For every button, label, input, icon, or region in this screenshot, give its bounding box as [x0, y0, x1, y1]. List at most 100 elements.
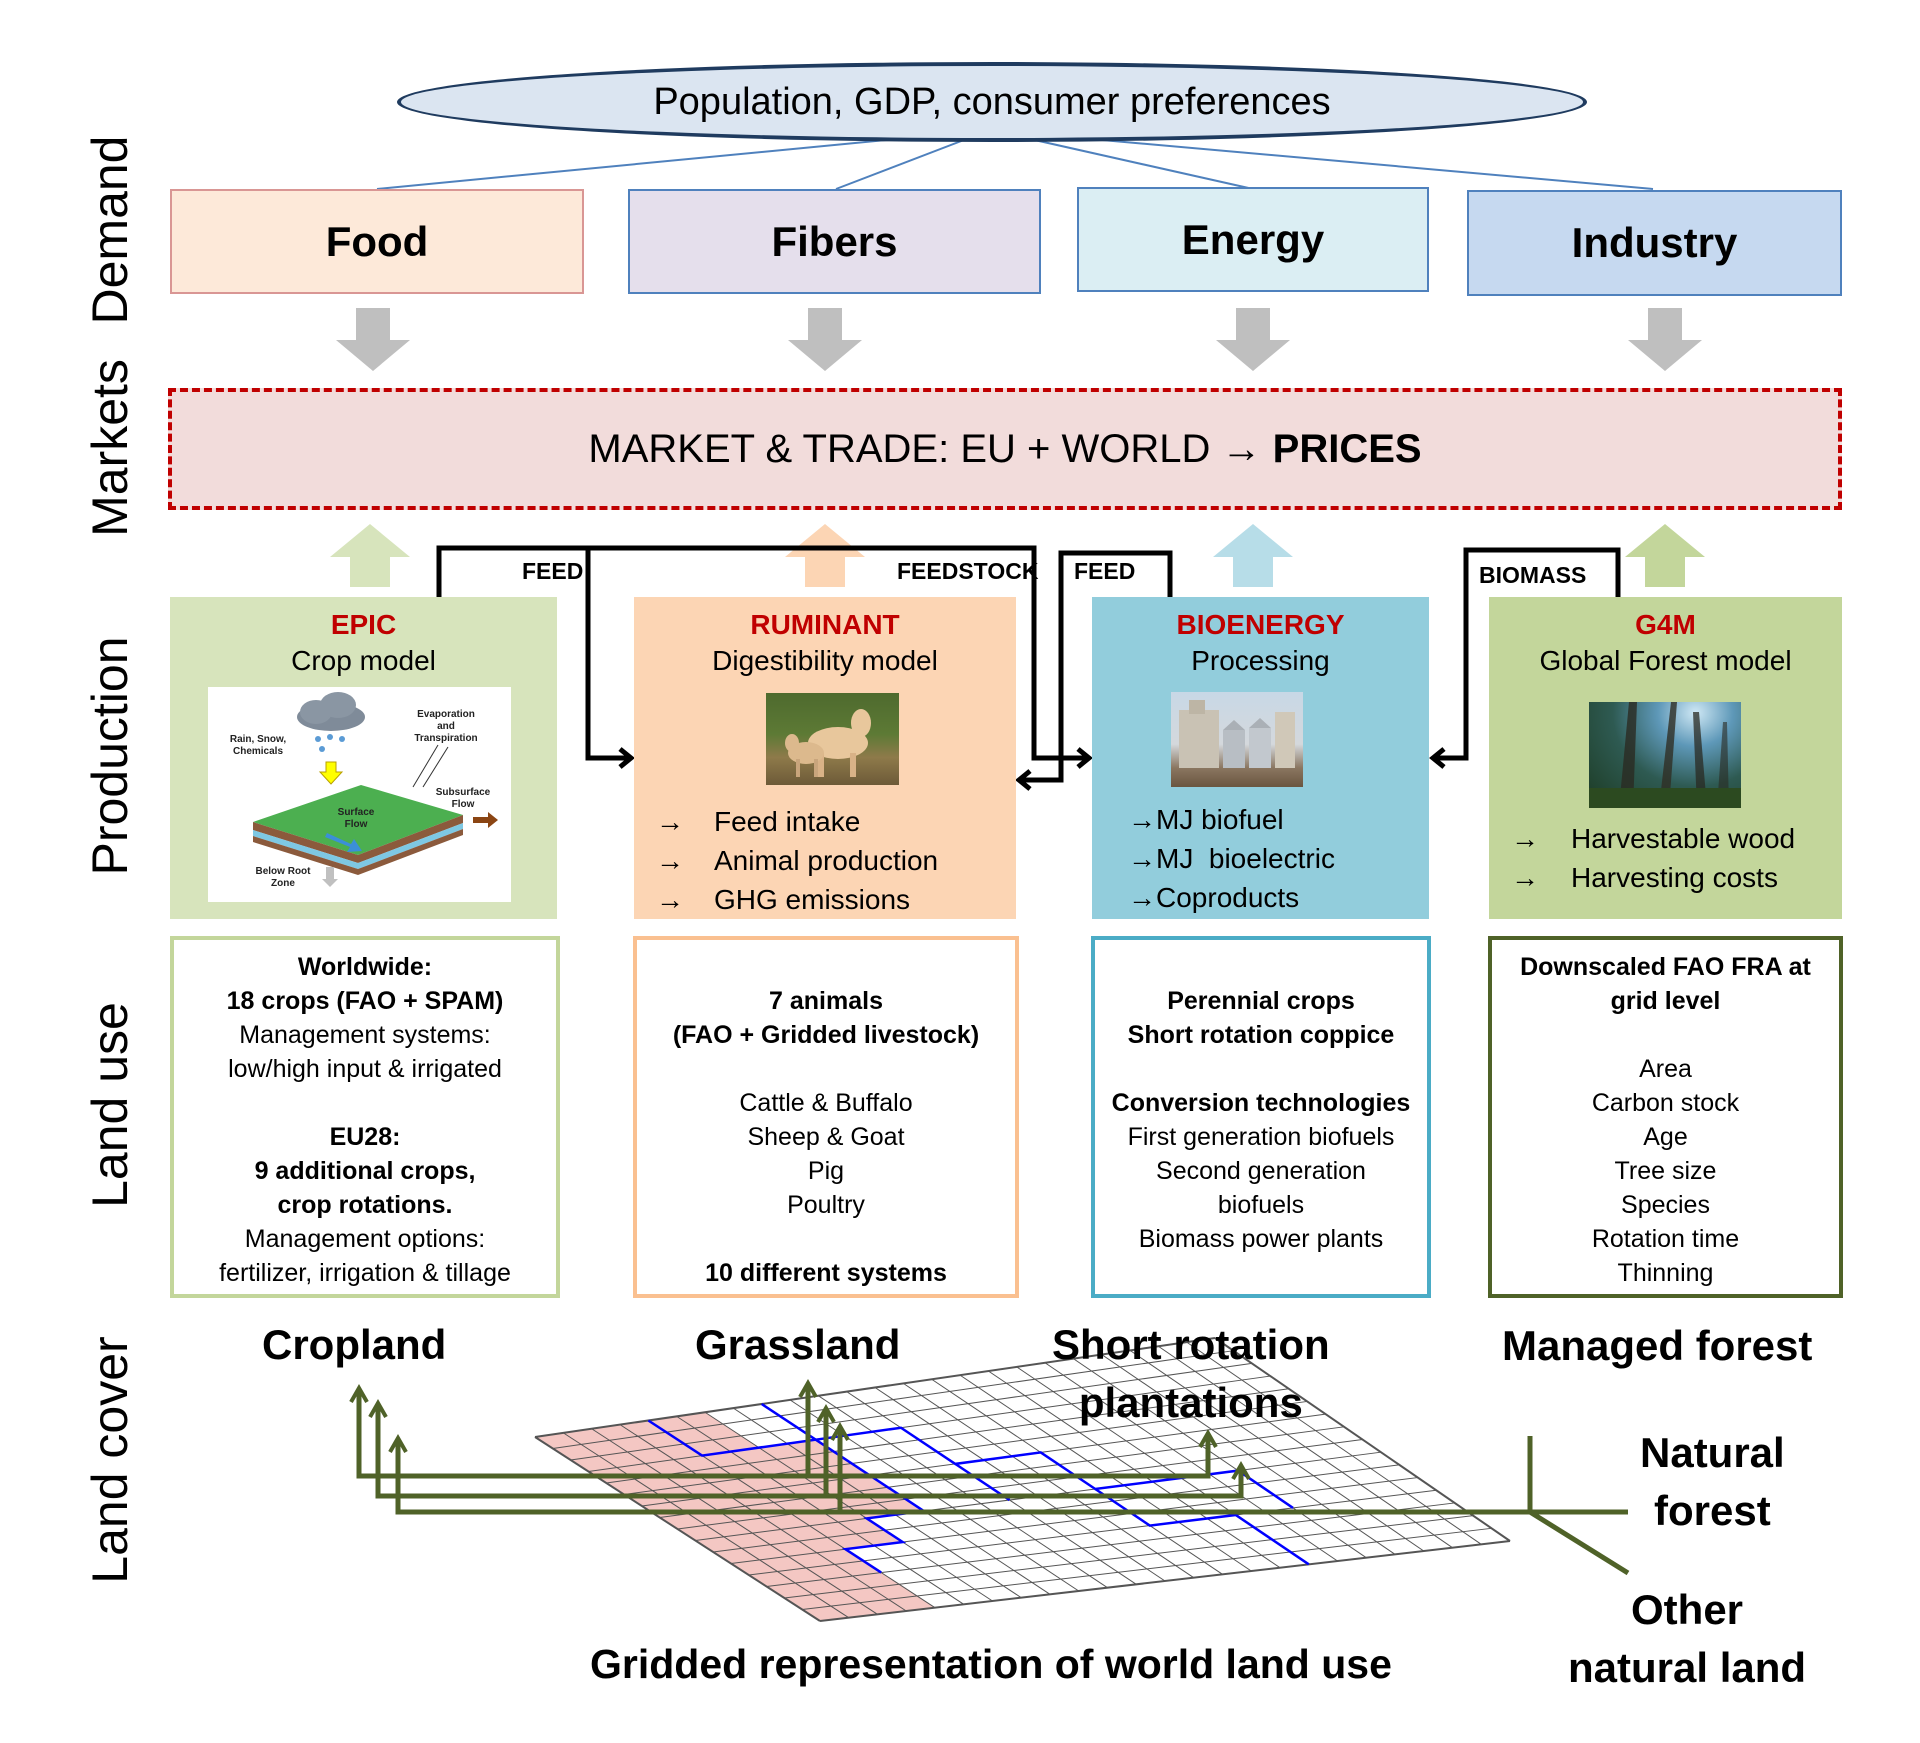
land-use-line: Conversion technologies: [1111, 1089, 1411, 1117]
land-use-line: Second generation: [1156, 1157, 1366, 1185]
cropland-cell: [676, 1412, 723, 1429]
flow-label-feed: FEED: [522, 558, 584, 584]
land-use-line: (FAO + Gridded livestock): [672, 1021, 980, 1049]
land-use-box-livestock: 7 animals(FAO + Gridded livestock) Cattl…: [633, 936, 1019, 1298]
arrow-right-icon: →: [1511, 862, 1539, 893]
up-arrow-bioenergy: [1213, 524, 1293, 587]
output-item: →Coproducts: [1128, 882, 1300, 913]
output-item: →MJ bioelectric: [1128, 843, 1335, 874]
crop-water-cycle-icon: Rain, Snow, Chemicals Evaporation and Tr…: [230, 692, 498, 889]
cropland-cell: [535, 1432, 582, 1449]
connector-cropland-2: [375, 1405, 1244, 1499]
cropland-cell: [766, 1583, 814, 1598]
cropland-cell: [706, 1521, 753, 1537]
cropland-cell: [677, 1525, 724, 1541]
svg-text:Flow: Flow: [452, 799, 475, 810]
up-arrow-g4m: [1625, 524, 1705, 587]
output-item: →Harvestable wood: [1511, 819, 1795, 858]
cropland-cell: [684, 1439, 731, 1456]
demand-arrows: [336, 308, 1702, 371]
demand-label: Fibers: [771, 217, 898, 265]
label-evap: Evaporation: [417, 709, 475, 720]
cropland-cell: [834, 1560, 882, 1577]
forest-photo: [1589, 702, 1741, 808]
cropland-cell: [713, 1548, 760, 1564]
cropland-cell: [856, 1530, 903, 1546]
land-cover-other-natural: Other natural land: [1568, 1586, 1807, 1691]
cropland-cell: [673, 1455, 720, 1472]
cropland-cell: [830, 1602, 878, 1618]
cropland-cell: [730, 1447, 777, 1464]
connector-arrowheads: [349, 1378, 1251, 1480]
svg-text:and: and: [437, 721, 455, 732]
flow-arrowhead: [1076, 747, 1093, 769]
land-use-line: EU28:: [329, 1123, 401, 1151]
arrow-right-icon: →: [656, 845, 684, 876]
cropland-cell: [816, 1549, 864, 1565]
cropland-cell: [712, 1435, 759, 1452]
label-surface: Surface: [338, 807, 375, 818]
market-prices: PRICES: [1272, 426, 1422, 471]
land-use-line: Species: [1621, 1191, 1710, 1219]
label-subsurface: Subsurface: [436, 787, 491, 798]
cropland-cell: [563, 1428, 610, 1445]
output-list: →Harvestable wood →Harvesting costs: [1511, 819, 1795, 897]
cropland-cell: [809, 1522, 857, 1538]
biorefinery-icon: [1179, 700, 1295, 768]
model-subtitle: Crop model: [291, 645, 436, 676]
demand-label: Energy: [1181, 215, 1325, 263]
cropland-cell: [752, 1529, 799, 1545]
cropland-cell: [777, 1567, 824, 1584]
down-arrow-food: [336, 308, 410, 371]
cropland-cell: [759, 1556, 807, 1572]
cattle-photo: [766, 693, 899, 785]
land-use-line: Worldwide:: [297, 953, 433, 981]
cropland-cell: [870, 1584, 918, 1600]
cattle-icon: [785, 709, 871, 777]
land-use-line: Sheep & Goat: [747, 1123, 905, 1151]
cropland-cell: [570, 1455, 617, 1472]
up-arrow-ruminant: [785, 524, 865, 587]
arrow-right-icon: →: [656, 806, 684, 837]
land-use-line: 9 additional crops,: [254, 1157, 476, 1185]
label-rain: Rain, Snow,: [230, 734, 287, 745]
cropland-cell: [702, 1451, 749, 1468]
grid-line: [713, 1464, 1400, 1553]
cropland-cell: [637, 1432, 685, 1448]
cropland-cell: [599, 1451, 646, 1468]
cropland-cell: [552, 1444, 600, 1460]
demand-label: Food: [325, 217, 429, 265]
land-use-line: Age: [1643, 1123, 1688, 1151]
cropland-cell: [620, 1420, 667, 1437]
land-use-line: Pig: [807, 1157, 845, 1185]
cropland-cell: [606, 1479, 653, 1495]
cropland-cell: [798, 1537, 846, 1553]
arrow-right-icon: →: [1128, 804, 1156, 835]
cropland-cell: [737, 1475, 785, 1491]
land-use-line: Rotation time: [1591, 1225, 1740, 1253]
flow-feed-bioenergy-ruminant: [1020, 550, 1173, 783]
cropland-cell: [730, 1559, 778, 1575]
land-use-line: 10 different systems: [705, 1259, 947, 1287]
drivers-ellipse: Population, GDP, consumer preferences: [397, 62, 1587, 142]
cropland-cell: [823, 1576, 871, 1592]
model-title: RUMINANT: [750, 609, 900, 640]
cropland-cell: [666, 1428, 713, 1444]
cropland-cell: [788, 1552, 835, 1568]
cropland-cell: [787, 1439, 834, 1456]
cropland-cell: [888, 1595, 935, 1611]
biorefinery-photo: [1171, 692, 1303, 787]
cropland-cell: [859, 1599, 907, 1615]
land-cover-connectors: [356, 1385, 1630, 1576]
market-text: MARKET & TRADE: EU + WORLD: [588, 426, 1211, 471]
land-cover-grassland: Grassland: [695, 1321, 901, 1368]
land-use-line: Area: [1639, 1055, 1692, 1083]
demand-box-energy: Energy: [1077, 187, 1429, 292]
cropland-cell: [709, 1478, 756, 1495]
cropland-cell: [795, 1579, 842, 1595]
cropland-cell: [838, 1518, 885, 1534]
